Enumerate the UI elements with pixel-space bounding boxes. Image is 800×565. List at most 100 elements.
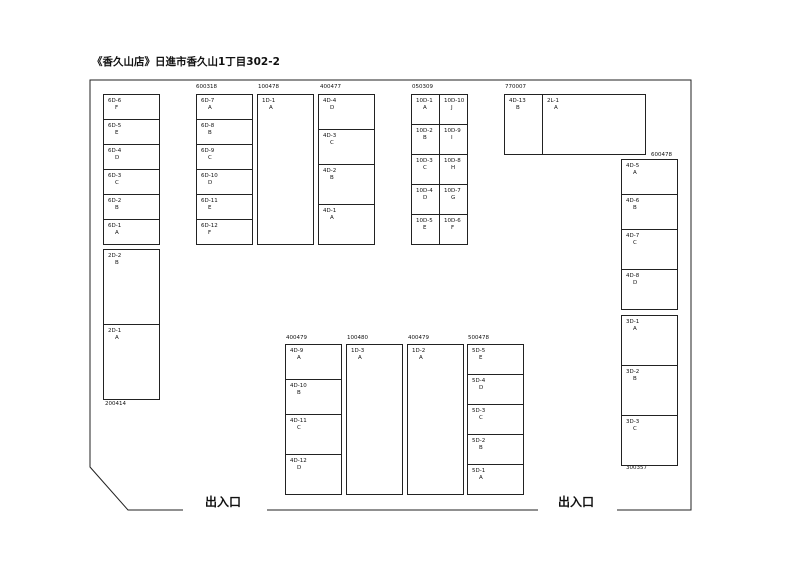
unit-number: 5D-3 (472, 408, 486, 414)
unit-letter: A (330, 214, 334, 221)
unit-number: 2D-2 (108, 253, 122, 259)
unit-number: 2L-1 (547, 98, 559, 104)
unit-letter: A (423, 104, 427, 111)
unit-number: 10D-1 (416, 98, 433, 104)
unit-letter: A (554, 104, 558, 111)
unit-number: 4D-13 (509, 98, 526, 104)
unit-number: 6D-10 (201, 173, 218, 179)
unit-letter: E (208, 204, 212, 211)
unit-letter: B (633, 375, 637, 382)
unit-number: 6D-4 (108, 148, 122, 154)
unit-letter: B (115, 204, 119, 211)
unit-letter: C (115, 179, 119, 186)
unit-number: 6D-1 (108, 223, 122, 229)
container-code: 050309 (412, 84, 433, 90)
unit-number: 4D-8 (626, 273, 640, 279)
unit-letter: B (423, 134, 427, 141)
unit-number: 3D-1 (626, 319, 640, 325)
unit-letter: A (419, 354, 423, 361)
unit-letter: E (479, 354, 483, 361)
unit-letter: D (115, 154, 120, 161)
unit-letter: A (115, 334, 119, 341)
unit-number: 6D-9 (201, 148, 215, 154)
unit-number: 6D-7 (201, 98, 215, 104)
unit-letter: C (633, 425, 637, 432)
unit-number: 4D-7 (626, 233, 640, 239)
container-code: 500478 (468, 335, 489, 341)
unit-number: 1D-1 (262, 98, 276, 104)
unit-letter: D (633, 279, 638, 286)
unit-number: 6D-6 (108, 98, 122, 104)
unit-letter: B (633, 204, 637, 211)
unit-letter: A (208, 104, 212, 111)
unit-number: 4D-1 (323, 208, 337, 214)
unit-letter: C (330, 139, 334, 146)
unit-letter: B (115, 259, 119, 266)
container-code: 400479 (286, 335, 307, 341)
unit-number: 10D-4 (416, 188, 433, 194)
unit-letter: A (479, 474, 483, 481)
unit-letter: A (633, 325, 637, 332)
unit-letter: A (297, 354, 301, 361)
entrance-label-left: 出入口 (205, 495, 242, 509)
unit-number: 6D-12 (201, 223, 218, 229)
unit-number: 5D-4 (472, 378, 486, 384)
unit-letter: E (423, 224, 427, 231)
unit-number: 1D-2 (412, 348, 426, 354)
container-code: 600318 (196, 84, 217, 90)
container-code: 300357 (626, 465, 647, 471)
unit-letter: C (423, 164, 427, 171)
unit-letter: I (451, 134, 453, 141)
unit-number: 4D-5 (626, 163, 640, 169)
